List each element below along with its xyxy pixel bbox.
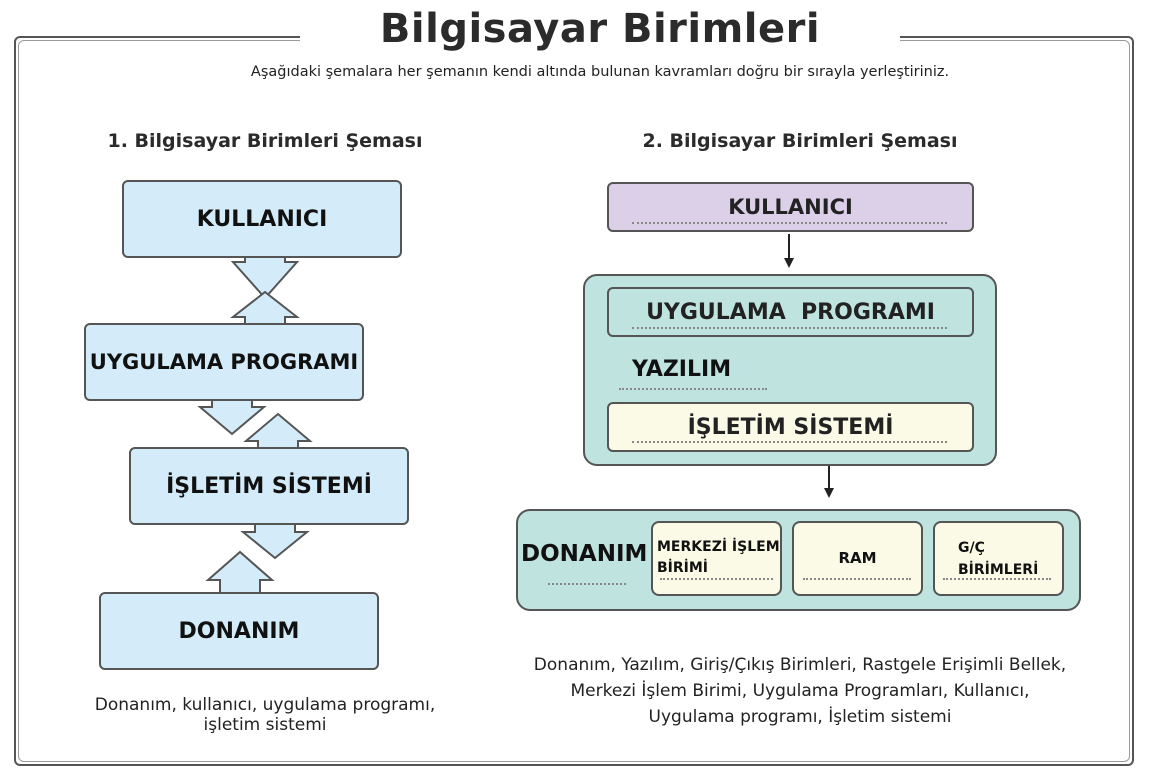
- scheme2-uygulama-blank: [632, 327, 947, 329]
- scheme2-cpu-line1: MERKEZİ İŞLEM: [657, 539, 780, 555]
- scheme2-box-ram: [792, 521, 923, 596]
- scheme1-box-donanim: DONANIM: [99, 592, 379, 670]
- scheme2-box-io: [933, 521, 1064, 596]
- scheme1-box-uygulama-label: UYGULAMA PROGRAMI: [89, 350, 359, 374]
- scheme2-box-cpu: [651, 521, 782, 596]
- scheme1-word-list: Donanım, kullanıcı, uygulama programı, i…: [40, 692, 490, 738]
- scheme2-cpu-line2: BİRİMİ: [657, 560, 709, 576]
- scheme1-box-kullanici-label: KULLANICI: [196, 206, 328, 232]
- scheme2-kullanici-label: KULLANICI: [728, 195, 853, 219]
- scheme1-words-line1: Donanım, kullanıcı, uygulama programı,: [94, 695, 436, 715]
- scheme2-yazilim-blank: [619, 388, 767, 390]
- scheme2-box-isletim: İŞLETİM SİSTEMİ: [607, 402, 974, 452]
- arrow-down-2: [197, 399, 267, 436]
- scheme2-title: 2. Bilgisayar Birimleri Şeması: [642, 130, 958, 152]
- scheme2-io-line1: G/Ç: [958, 540, 985, 556]
- scheme1-title: 1. Bilgisayar Birimleri Şeması: [107, 130, 423, 152]
- scheme2-isletim-blank: [632, 441, 947, 443]
- scheme2-uygulama-label: UYGULAMA PROGRAMI: [646, 299, 935, 325]
- scheme1-box-isletim-label: İŞLETİM SİSTEMİ: [166, 473, 372, 499]
- scheme2-words-line2: Merkezi İşlem Birimi, Uygulama Programla…: [570, 681, 1030, 701]
- scheme2-isletim-label: İŞLETİM SİSTEMİ: [687, 414, 894, 440]
- scheme2-words-line1: Donanım, Yazılım, Giriş/Çıkış Birimleri,…: [533, 655, 1067, 675]
- scheme2-io-label: G/Ç BİRİMLERİ: [958, 537, 1038, 581]
- scheme2-donanim-blank: [548, 583, 626, 585]
- scheme1-box-donanim-label: DONANIM: [178, 618, 300, 644]
- scheme2-word-list: Donanım, Yazılım, Giriş/Çıkış Birimleri,…: [490, 652, 1110, 730]
- scheme2-ram-blank: [803, 578, 911, 580]
- scheme1-box-kullanici: KULLANICI: [122, 180, 402, 258]
- scheme1-words-line2: işletim sistemi: [203, 715, 327, 735]
- scheme2-box-uygulama: UYGULAMA PROGRAMI: [607, 287, 974, 337]
- instruction-text: Aşağıdaki şemalara her şemanın kendi alt…: [250, 64, 950, 80]
- scheme2-io-blank: [943, 578, 1051, 580]
- scheme2-io-line2: BİRİMLERİ: [958, 562, 1039, 578]
- scheme2-yazilim-label: YAZILIM: [632, 357, 732, 382]
- scheme2-words-line3: Uygulama programı, İşletim sistemi: [648, 707, 952, 727]
- scheme2-donanim-label: DONANIM: [521, 541, 648, 567]
- page-title: Bilgisayar Birimleri: [300, 6, 900, 52]
- scheme2-cpu-label: MERKEZİ İŞLEM BİRİMİ: [657, 537, 780, 579]
- scheme1-box-uygulama: UYGULAMA PROGRAMI: [84, 323, 364, 401]
- scheme2-kullanici-blank: [632, 222, 947, 224]
- scheme2-cpu-blank: [660, 578, 773, 580]
- scheme1-box-isletim: İŞLETİM SİSTEMİ: [129, 447, 409, 525]
- scheme2-ram-label: RAM: [838, 549, 877, 567]
